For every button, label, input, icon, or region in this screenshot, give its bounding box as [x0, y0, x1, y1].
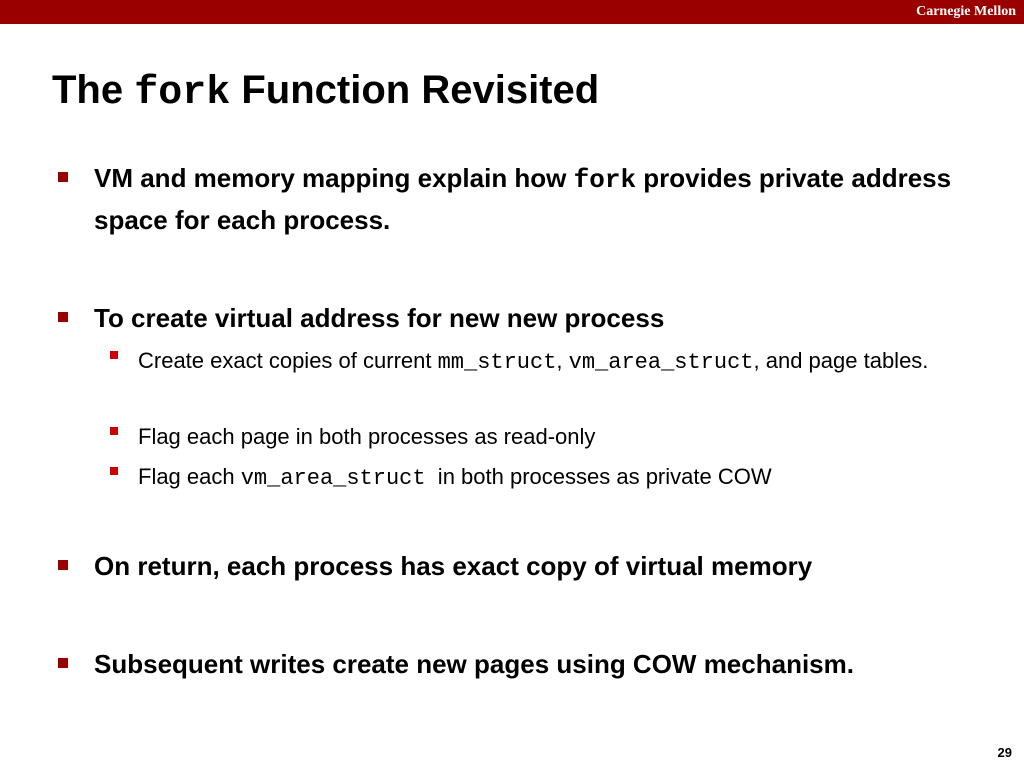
square-bullet-icon: [58, 172, 68, 182]
title-text-before: The: [52, 68, 135, 112]
square-bullet-icon: [58, 560, 68, 570]
bullet-text: VM and memory mapping explain how fork p…: [94, 158, 974, 240]
subbullet-code-vm-area-struct: vm_area_struct: [240, 466, 426, 491]
bullet-text: To create virtual address for new new pr…: [94, 303, 665, 333]
subbullet-text-after: in both processes as private COW: [425, 464, 772, 489]
bullet-text-before: VM and memory mapping explain how: [94, 163, 574, 193]
page-number: 29: [997, 745, 1012, 760]
square-subbullet-icon: [110, 427, 118, 435]
header-bar: Carnegie Mellon: [0, 0, 1024, 24]
subbullet-text: Create exact copies of current mm_struct…: [138, 344, 970, 380]
square-subbullet-icon: [110, 467, 118, 475]
bullet-code: fork: [573, 165, 637, 195]
title-text-after: Function Revisited: [230, 68, 600, 112]
subbullet-text-mid: ,: [556, 348, 569, 373]
square-bullet-icon: [58, 658, 68, 668]
square-bullet-icon: [58, 312, 68, 322]
subbullet-text: Flag each vm_area_struct in both process…: [138, 460, 970, 496]
subbullet-text-after: , and page tables.: [753, 348, 929, 373]
bullet-text: Subsequent writes create new pages using…: [94, 649, 854, 679]
brand-logo-text: Carnegie Mellon: [916, 4, 1016, 19]
slide-title: The fork Function Revisited: [52, 66, 599, 118]
subbullet-code-mm-struct: mm_struct: [437, 350, 557, 375]
bullet-text: On return, each process has exact copy o…: [94, 551, 813, 581]
subbullet-text-before: Create exact copies of current: [138, 348, 438, 373]
square-subbullet-icon: [110, 351, 118, 359]
bullet-text-after: provides private address space for each …: [94, 163, 952, 235]
subbullet-text-before: Flag each: [138, 464, 241, 489]
subbullet-code-vm-area-struct: vm_area_struct: [568, 350, 754, 375]
subbullet-text: Flag each page in both processes as read…: [138, 424, 596, 449]
title-code: fork: [134, 71, 231, 116]
